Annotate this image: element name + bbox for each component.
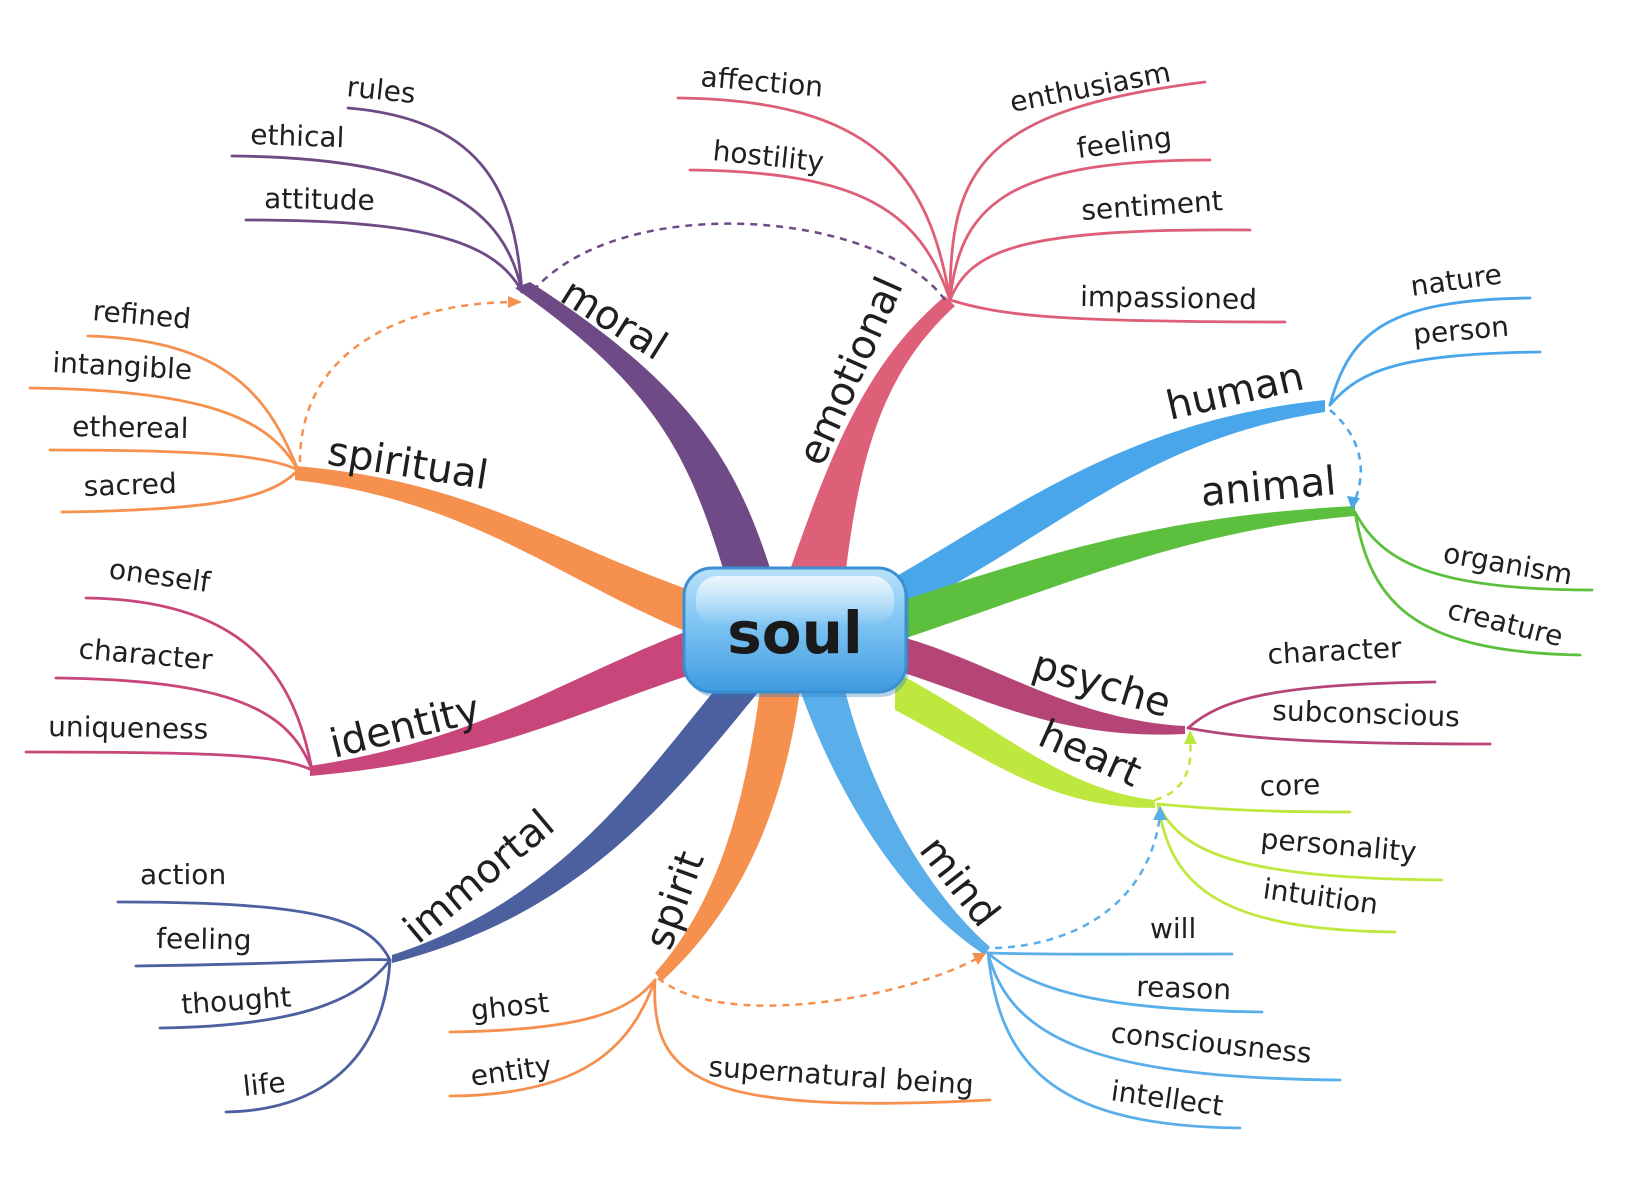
relation-spiritual-moral (298, 300, 516, 463)
link-intuition (1156, 802, 1397, 934)
link-enthusiasm (948, 80, 1207, 302)
link-character-psyche (1186, 680, 1437, 730)
branch-animal (895, 506, 1355, 640)
link-will (986, 951, 1234, 956)
label-ghost[interactable]: ghost (469, 986, 550, 1027)
label-ethical[interactable]: ethical (250, 118, 345, 154)
label-nature[interactable]: nature (1408, 257, 1503, 302)
label-animal[interactable]: animal (1199, 458, 1338, 516)
relation-emotional-moral (531, 222, 947, 301)
link-reason (986, 951, 1264, 1014)
label-oneself[interactable]: oneself (107, 552, 213, 599)
link-ghost (448, 978, 657, 1034)
label-person[interactable]: person (1412, 310, 1510, 351)
link-attitude (244, 218, 524, 294)
main-branches (295, 282, 1355, 981)
label-attitude[interactable]: attitude (264, 182, 375, 217)
link-sacred (60, 468, 300, 514)
branch-identity (310, 630, 690, 776)
relation-heart-psyche (1154, 739, 1192, 802)
branch-psyche (895, 635, 1185, 735)
label-character-identity[interactable]: character (77, 632, 214, 677)
link-feeling (948, 158, 1212, 302)
link-impassioned (948, 298, 1287, 324)
label-sacred[interactable]: sacred (83, 467, 177, 503)
sub-labels: rules ethical attitude affection hostili… (48, 55, 1575, 1122)
label-life[interactable]: life (241, 1066, 287, 1103)
arrowhead-mind (972, 953, 986, 965)
link-intellect (986, 951, 1242, 1130)
label-enthusiasm[interactable]: enthusiasm (1007, 55, 1173, 118)
branch-immortal (392, 690, 760, 963)
branch-spiritual (295, 466, 690, 633)
center-node[interactable]: soul (682, 566, 909, 697)
label-feeling-immortal[interactable]: feeling (156, 922, 252, 957)
link-personality (1156, 802, 1444, 882)
label-feeling-emotional[interactable]: feeling (1075, 121, 1174, 165)
link-life (224, 958, 392, 1114)
link-refined (86, 334, 300, 472)
label-intuition[interactable]: intuition (1261, 872, 1380, 921)
link-ethereal (48, 448, 300, 472)
link-ethical (230, 154, 524, 294)
link-creature (1353, 510, 1582, 657)
label-impassioned[interactable]: impassioned (1080, 280, 1257, 316)
label-ethereal[interactable]: ethereal (72, 410, 189, 445)
arrowhead-heart (1153, 806, 1167, 820)
label-sentiment[interactable]: sentiment (1080, 184, 1224, 227)
link-affection (676, 96, 952, 302)
branch-emotional (790, 296, 955, 578)
link-intangible (28, 386, 300, 472)
link-entity (448, 978, 657, 1098)
branch-moral (515, 282, 770, 575)
relation-human-animal (1329, 409, 1362, 501)
branch-mind (800, 690, 990, 955)
link-consciousness (986, 951, 1342, 1082)
link-core (1156, 802, 1352, 814)
link-action (116, 900, 392, 962)
label-affection[interactable]: affection (699, 60, 824, 104)
arrowhead-moral (508, 296, 522, 308)
link-rules (346, 106, 524, 294)
center-label: soul (727, 599, 863, 667)
label-subconscious[interactable]: subconscious (1272, 694, 1461, 734)
sub-branches (24, 80, 1594, 1130)
relation-mind-heart (994, 814, 1162, 950)
label-refined[interactable]: refined (91, 294, 192, 335)
link-uniqueness (24, 750, 314, 772)
label-action[interactable]: action (140, 858, 226, 891)
arrowhead-psyche (1184, 730, 1197, 744)
label-rules[interactable]: rules (345, 70, 417, 110)
label-personality[interactable]: personality (1259, 822, 1418, 868)
link-subconscious (1186, 726, 1492, 746)
link-sentiment (948, 228, 1252, 302)
label-core[interactable]: core (1259, 768, 1321, 803)
label-consciousness[interactable]: consciousness (1109, 1016, 1313, 1070)
relationships (298, 222, 1362, 1007)
label-character-psyche[interactable]: character (1267, 631, 1403, 671)
label-spirit[interactable]: spirit (636, 845, 714, 955)
label-creature[interactable]: creature (1444, 593, 1566, 653)
link-oneself (84, 596, 314, 772)
link-character-identity (54, 676, 314, 772)
link-thought (158, 958, 392, 1030)
label-thought[interactable]: thought (180, 980, 292, 1021)
link-organism (1353, 510, 1594, 592)
label-will[interactable]: will (1150, 912, 1196, 945)
label-intangible[interactable]: intangible (52, 346, 193, 386)
arrowhead-animal (1347, 496, 1360, 510)
label-uniqueness[interactable]: uniqueness (48, 710, 209, 746)
label-reason[interactable]: reason (1136, 970, 1232, 1006)
link-feeling-immortal (134, 958, 392, 968)
link-person (1328, 350, 1542, 407)
relation-spirit-mind (657, 956, 979, 1007)
link-hostility (688, 168, 952, 302)
label-organism[interactable]: organism (1441, 536, 1575, 591)
link-supernatural-being (653, 978, 992, 1105)
branch-spirit (655, 690, 800, 981)
link-nature (1328, 296, 1532, 407)
